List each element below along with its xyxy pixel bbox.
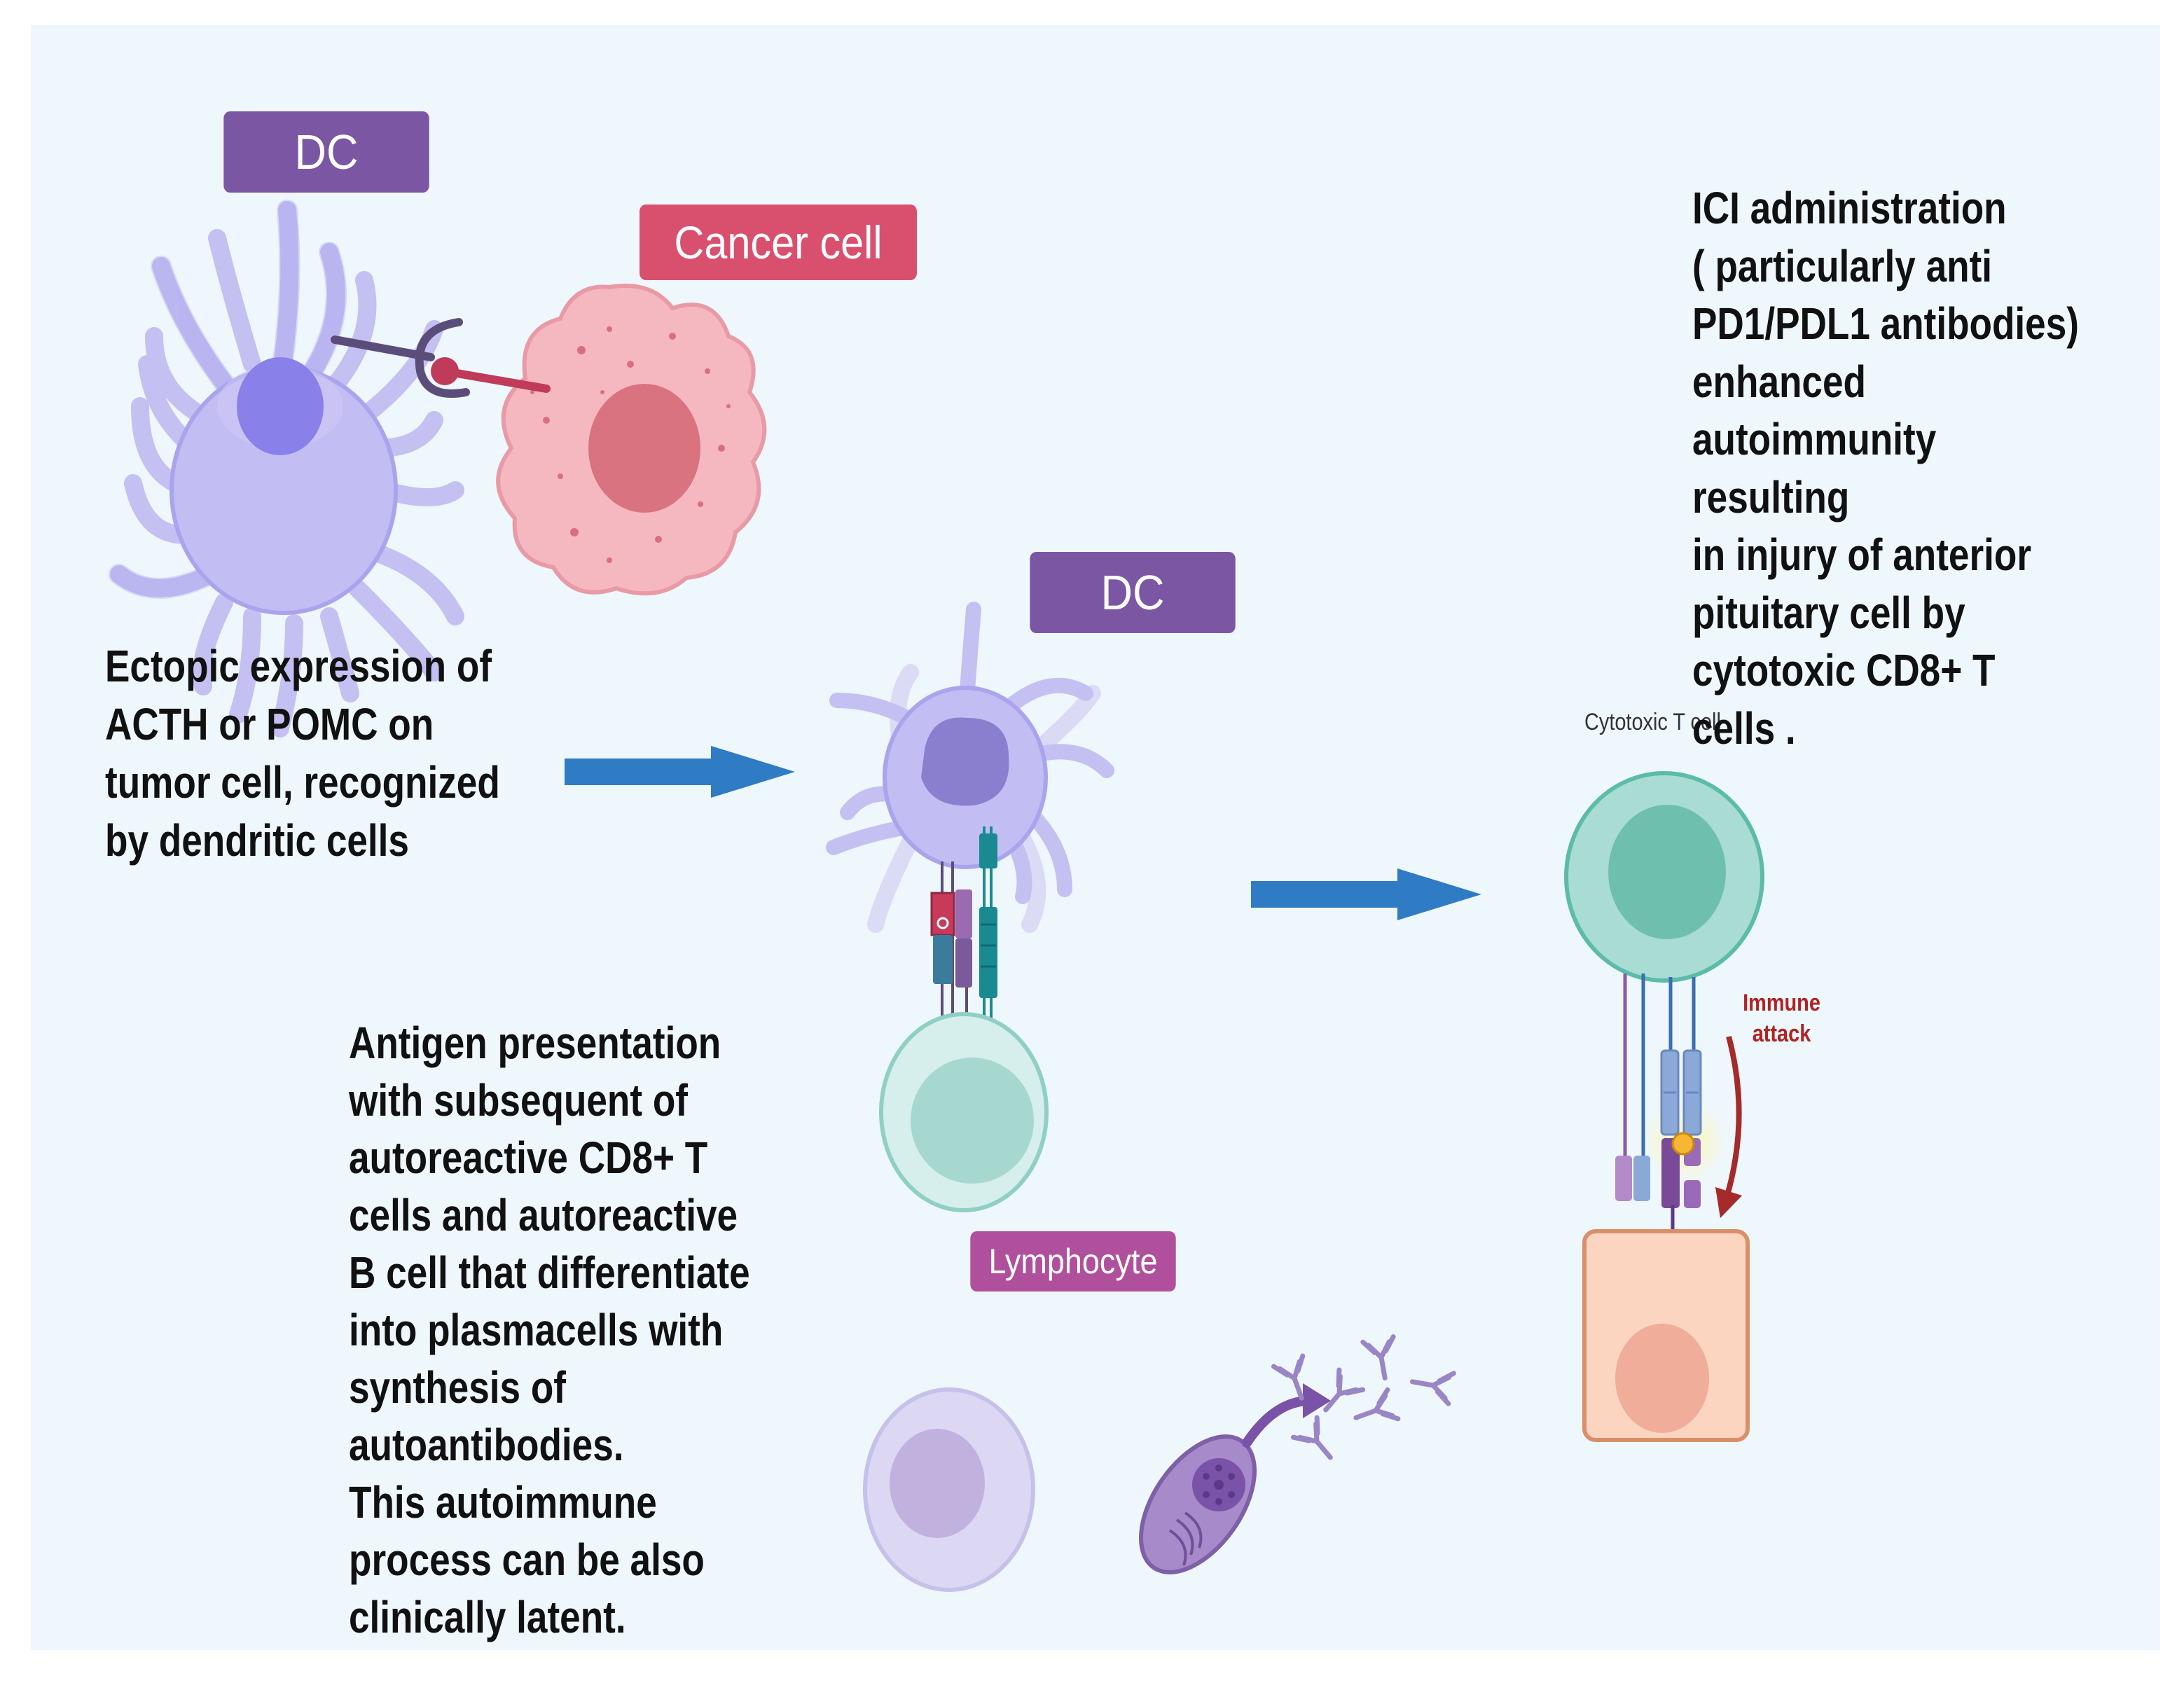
- figure-background: [31, 25, 2160, 1650]
- dendritic-cell-middle: [826, 602, 1114, 933]
- arrow-to-t-cell: [1251, 868, 1481, 920]
- ectopic-expression-text: Ectopic expression of ACTH or POMC on tu…: [105, 641, 500, 866]
- b-cell: [863, 1387, 1035, 1592]
- arrow-to-dc: [565, 746, 795, 798]
- lymphocyte-cell: [879, 1012, 1049, 1212]
- antibodies: [1271, 1334, 1456, 1460]
- t-cell-receptors: [1615, 974, 1727, 1275]
- immune-attack-label: Immune attack: [1743, 990, 1820, 1047]
- plasma-cell: [1139, 1383, 1331, 1574]
- ici-administration-text: ICI administration ( particularly anti P…: [1692, 183, 2079, 754]
- immune-attack-arrow: [1715, 1035, 1743, 1219]
- tcr-mhc-complex: [930, 826, 997, 1030]
- cytotoxic-t-cell: [1564, 771, 1764, 983]
- cytotoxic-t-cell-label: Cytotoxic T cell: [1584, 709, 1721, 735]
- antigen-presentation-text: Antigen presentation with subsequent of …: [349, 1018, 750, 1642]
- dendritic-cell-top: [109, 200, 464, 737]
- pituitary-cell: [1582, 1229, 1750, 1442]
- lymphocyte-label: Lymphocyte: [970, 1231, 1176, 1291]
- dc-label-top: DC: [223, 111, 429, 193]
- cancer-cell: [496, 284, 767, 596]
- receptor-binding: [331, 318, 551, 398]
- cancer-cell-label: Cancer cell: [640, 205, 917, 280]
- dc-label-middle: DC: [1030, 552, 1236, 633]
